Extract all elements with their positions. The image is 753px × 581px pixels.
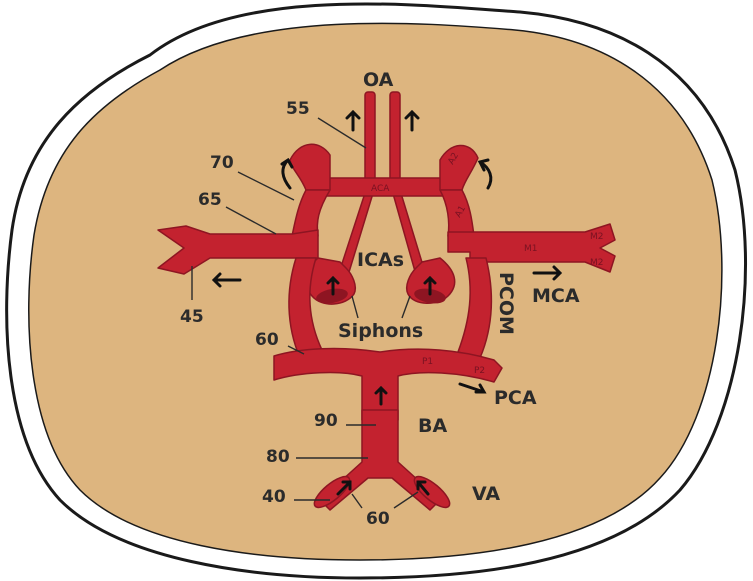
label-va: VA xyxy=(472,483,500,505)
value-va-left: 40 xyxy=(262,487,286,507)
value-ba-lower: 80 xyxy=(266,447,290,467)
label-m2-upper: M2 xyxy=(590,232,604,242)
value-va-confluence: 60 xyxy=(366,509,390,529)
value-a2-angle: 70 xyxy=(210,153,234,173)
label-icas: ICAs xyxy=(357,249,404,271)
label-oa: OA xyxy=(363,69,394,91)
value-ba-upper: 90 xyxy=(314,411,338,431)
value-oa-branch: 55 xyxy=(286,99,310,119)
label-siphons: Siphons xyxy=(338,320,423,342)
label-m1: M1 xyxy=(524,244,538,254)
label-m2-lower: M2 xyxy=(590,258,604,268)
label-mca: MCA xyxy=(532,285,580,307)
label-p2: P2 xyxy=(474,366,485,376)
label-aca: ACA xyxy=(371,184,390,194)
value-pcom-angle: 60 xyxy=(255,330,279,350)
label-pca: PCA xyxy=(494,387,537,409)
ophthalmic-artery-right xyxy=(390,92,400,192)
value-mca-angle: 45 xyxy=(180,307,204,327)
label-pcom: PCOM xyxy=(495,272,517,335)
label-p1: P1 xyxy=(422,357,433,367)
ophthalmic-artery-left xyxy=(365,92,375,192)
label-ba: BA xyxy=(418,415,447,437)
value-a1-angle: 65 xyxy=(198,190,222,210)
